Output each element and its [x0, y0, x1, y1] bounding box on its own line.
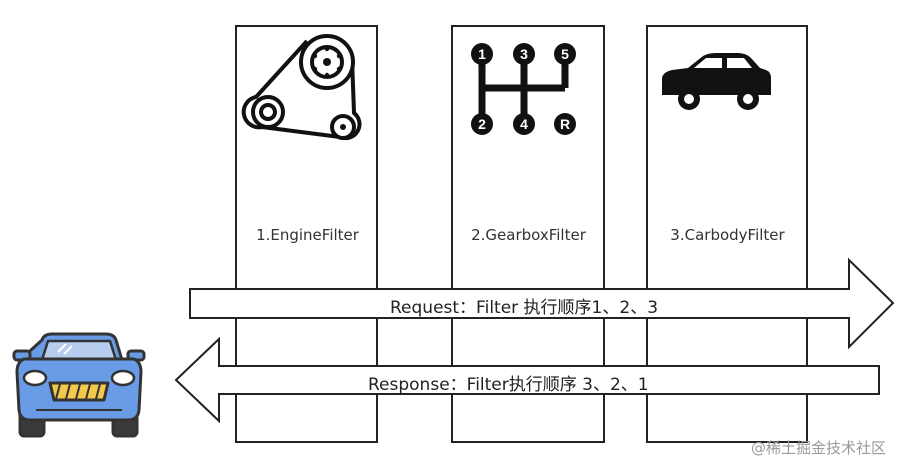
- gear-label-2: 2: [478, 116, 486, 132]
- engine-filter-label: 1.EngineFilter: [256, 226, 359, 244]
- front-car-icon: [12, 332, 146, 438]
- gear-label-4: 4: [520, 116, 528, 132]
- request-arrow: [189, 257, 895, 350]
- engine-belt-icon: [241, 34, 362, 141]
- gear-label-1: 1: [478, 46, 486, 62]
- gear-shift-pattern-icon: 1 3 5 2 4 R: [471, 43, 576, 135]
- request-label: Request：Filter 执行顺序1、2、3: [390, 298, 659, 318]
- carbody-filter-label: 3.CarbodyFilter: [670, 226, 785, 244]
- response-label: Response：Filter执行顺序 3、2、1: [368, 375, 649, 395]
- response-arrow: [174, 336, 880, 424]
- gear-label-3: 3: [520, 46, 528, 62]
- car-silhouette-icon: [662, 53, 771, 110]
- watermark: @稀土掘金技术社区: [750, 439, 886, 457]
- gear-label-r: R: [560, 116, 570, 132]
- gear-label-5: 5: [561, 46, 569, 62]
- gearbox-filter-label: 2.GearboxFilter: [471, 226, 586, 244]
